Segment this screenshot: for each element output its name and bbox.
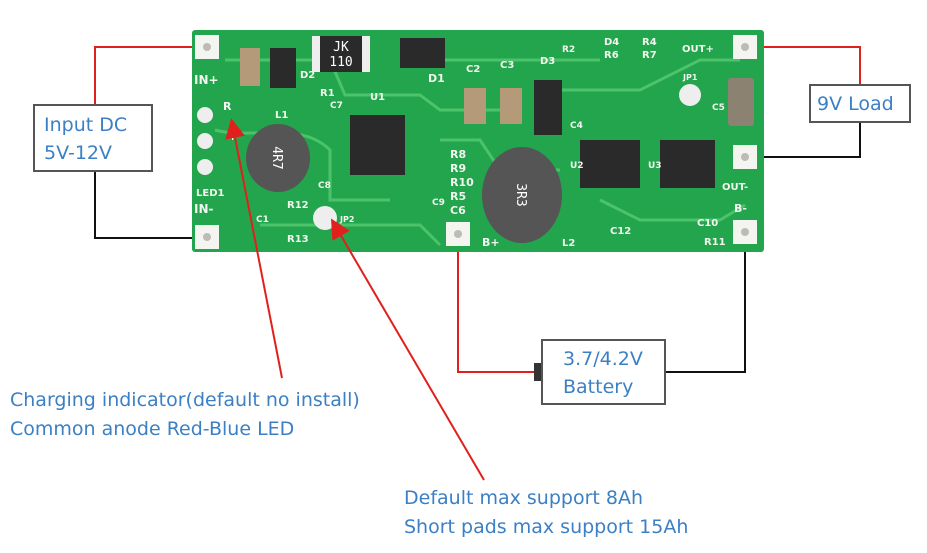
silk-in-plus: IN+ — [194, 73, 219, 87]
capacitor-c2 — [464, 88, 486, 124]
battery-negative-wire — [665, 234, 746, 373]
svg-text:Battery: Battery — [563, 376, 633, 398]
diode-d1 — [400, 38, 445, 68]
led-pads — [197, 107, 213, 175]
silk-c3: C3 — [500, 60, 514, 71]
silk-r4: R4 — [642, 37, 657, 48]
silk-u1: U1 — [370, 92, 385, 103]
jumper-pads-arrow — [330, 218, 485, 481]
battery-box: 3.7/4.2V Battery — [534, 339, 666, 405]
inductor-l2: 3R3 — [482, 147, 562, 243]
silk-out-minus: OUT- — [722, 182, 748, 193]
silk-c6: C6 — [450, 204, 466, 217]
output-positive-wire — [745, 46, 861, 85]
silk-d1: D1 — [428, 72, 445, 85]
silk-c10: C10 — [697, 218, 718, 229]
output-negative-wire — [745, 122, 861, 158]
silk-r2: R2 — [562, 45, 575, 55]
silk-c4: C4 — [570, 121, 583, 131]
svg-text:Default max support 8Ah: Default max support 8Ah — [404, 487, 643, 509]
silk-r9: R9 — [450, 162, 466, 175]
silk-u2: U2 — [570, 161, 584, 171]
ic-u1 — [350, 115, 405, 175]
svg-text:9V Load: 9V Load — [817, 93, 894, 115]
svg-text:Charging indicator(default no: Charging indicator(default no install) — [10, 389, 360, 411]
input-dc-box: Input DC 5V-12V — [33, 104, 153, 172]
svg-text:4R7: 4R7 — [269, 146, 284, 169]
silk-r13: R13 — [287, 234, 309, 245]
silk-b-plus: B+ — [482, 236, 500, 249]
ic-u3 — [660, 140, 715, 188]
silk-r12: R12 — [287, 200, 309, 211]
silk-r6: R6 — [604, 50, 619, 61]
battery-positive-wire — [457, 236, 537, 373]
silk-b-minus: B- — [734, 202, 747, 215]
diode-d3 — [534, 80, 562, 135]
silk-led1: LED1 — [196, 188, 225, 199]
svg-text:3.7/4.2V: 3.7/4.2V — [563, 348, 643, 370]
jumper-jp1 — [679, 84, 701, 106]
inductor-l1: 4R7 — [246, 124, 310, 192]
svg-text:Short pads max support 15Ah: Short pads max support 15Ah — [404, 516, 688, 538]
led-indicator-arrow — [225, 118, 283, 379]
silk-c12: C12 — [610, 226, 631, 237]
silk-jp2: JP2 — [339, 215, 354, 224]
pads-note: Default max support 8Ah Short pads max s… — [404, 487, 688, 538]
load-box: 9V Load — [809, 84, 911, 123]
svg-text:Common anode Red-Blue LED: Common anode Red-Blue LED — [10, 418, 294, 440]
silk-r5: R5 — [450, 190, 466, 203]
pcb-board: 4R7 3R3 JK 110 IN+ IN- LED1 R + — [192, 30, 764, 252]
svg-text:3R3: 3R3 — [513, 183, 528, 206]
diode-d2 — [270, 48, 296, 88]
silk-jp1: JP1 — [682, 73, 698, 82]
silk-l1: L1 — [275, 110, 288, 121]
silk-c2: C2 — [466, 64, 480, 75]
silk-d3: D3 — [540, 56, 555, 67]
ic-u2 — [580, 140, 640, 188]
silk-c1: C1 — [256, 215, 269, 225]
capacitor-c3 — [500, 88, 522, 124]
fuse-jk110: JK 110 — [312, 36, 370, 72]
silk-r8: R8 — [450, 148, 466, 161]
silk-c8: C8 — [318, 181, 331, 191]
svg-text:5V-12V: 5V-12V — [44, 142, 112, 164]
jumper-jp2 — [313, 206, 337, 230]
silk-r11: R11 — [704, 237, 726, 248]
silk-r7: R7 — [642, 50, 657, 61]
silk-r1: R1 — [320, 88, 335, 99]
silk-c7: C7 — [330, 101, 343, 111]
silk-r: R — [223, 100, 232, 113]
capacitor-c5 — [728, 78, 754, 126]
silk-c5: C5 — [712, 103, 725, 113]
svg-text:JK: JK — [333, 40, 349, 55]
svg-text:Input DC: Input DC — [44, 114, 127, 136]
silk-out-plus: OUT+ — [682, 44, 714, 55]
input-positive-wire — [94, 46, 205, 105]
input-negative-wire — [94, 170, 205, 239]
silk-c9: C9 — [432, 198, 445, 208]
silk-r10: R10 — [450, 176, 474, 189]
silk-u3: U3 — [648, 161, 662, 171]
silk-d4: D4 — [604, 37, 619, 48]
led-note: Charging indicator(default no install) C… — [10, 389, 360, 440]
silk-in-minus: IN- — [194, 202, 214, 216]
silk-d2: D2 — [300, 70, 315, 81]
capacitor-in — [240, 48, 260, 86]
svg-text:110: 110 — [329, 55, 352, 70]
silk-l2: L2 — [562, 238, 575, 249]
